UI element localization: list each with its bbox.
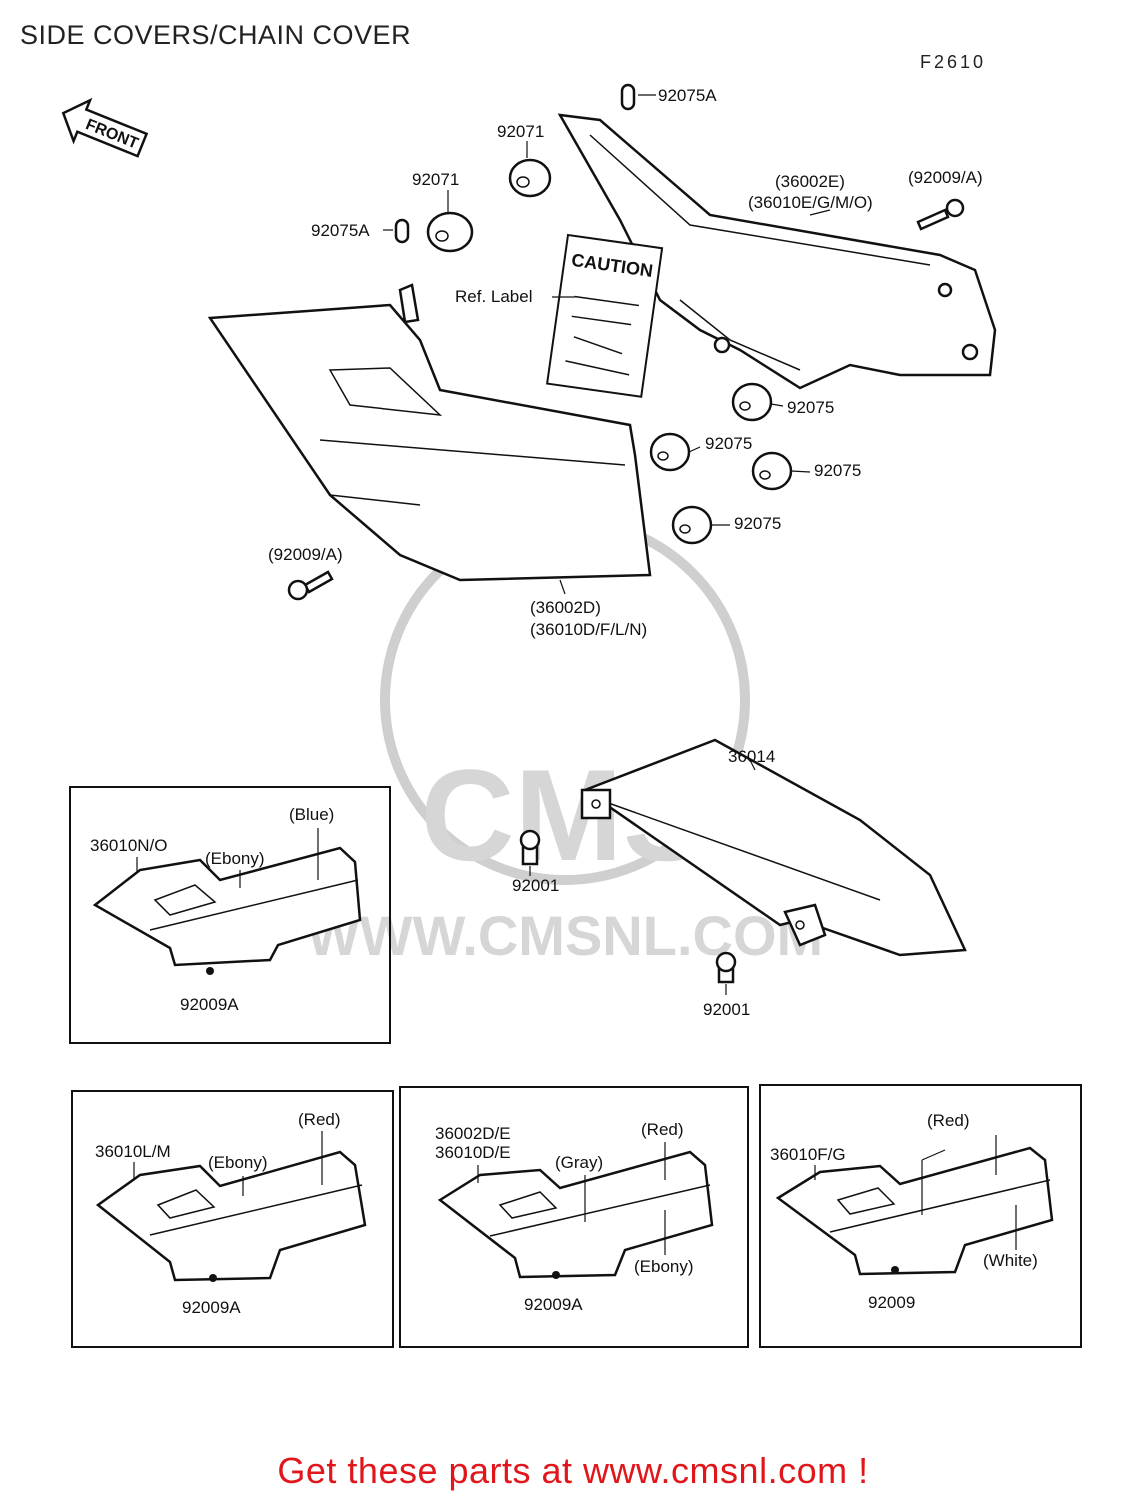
inset-b-bolt: 92009A bbox=[182, 1298, 241, 1317]
collar-92075A-left bbox=[394, 218, 410, 244]
inset-c-low-color: (Ebony) bbox=[634, 1257, 694, 1276]
inset-a-bolt-dot bbox=[206, 967, 214, 975]
grommet-92071-a bbox=[508, 158, 552, 198]
inset-b-top-color: (Red) bbox=[298, 1110, 341, 1129]
inset-a-bolt: 92009A bbox=[180, 995, 239, 1014]
main-labels: 92075A 92071 92071 92075A (36002E) (3601… bbox=[268, 86, 983, 1019]
label-92071-b: 92071 bbox=[412, 170, 459, 189]
bolt-92001-a bbox=[519, 829, 541, 866]
watermark-url: WWW.CMSNL.COM bbox=[307, 904, 823, 967]
inset-d-top-color: (Red) bbox=[927, 1111, 970, 1130]
figure-code: F2610 bbox=[920, 52, 987, 72]
label-36002D: (36002D) bbox=[530, 598, 601, 617]
label-92001-b: 92001 bbox=[703, 1000, 750, 1019]
label-92075A-top: 92075A bbox=[658, 86, 717, 105]
inset-b: (Red) 36010L/M (Ebony) 92009A bbox=[71, 1090, 394, 1348]
inset-b-mid-color: (Ebony) bbox=[208, 1153, 268, 1172]
label-36010EGMO: (36010E/G/M/O) bbox=[748, 193, 873, 212]
page-title: SIDE COVERS/CHAIN COVER bbox=[20, 20, 412, 50]
label-36014: 36014 bbox=[728, 747, 775, 766]
collar-92075A-top bbox=[620, 83, 636, 111]
caution-label: CAUTION bbox=[545, 233, 664, 398]
bolt-92009-left bbox=[287, 570, 334, 601]
leader-lines bbox=[383, 94, 831, 995]
inset-c-part2: 36010D/E bbox=[435, 1143, 511, 1162]
label-92071-a: 92071 bbox=[497, 122, 544, 141]
inset-b-frame bbox=[71, 1090, 394, 1348]
damper-92075-3 bbox=[751, 451, 793, 491]
inset-a: (Blue) 36010N/O (Ebony) 92009A bbox=[69, 786, 391, 1044]
left-side-cover bbox=[207, 283, 652, 582]
inset-d-low-color: (White) bbox=[983, 1251, 1038, 1270]
inset-c-part1: 36002D/E bbox=[435, 1124, 511, 1143]
inset-c-mid-color: (Gray) bbox=[555, 1153, 603, 1172]
inset-b-bolt-dot bbox=[209, 1274, 217, 1282]
label-92009A-left: (92009/A) bbox=[268, 545, 343, 564]
label-92075-2: 92075 bbox=[705, 434, 752, 453]
inset-c-bolt: 92009A bbox=[524, 1295, 583, 1314]
bolt-92001-b bbox=[715, 951, 737, 984]
footer-cta-link[interactable]: Get these parts at www.cmsnl.com ! bbox=[277, 1450, 869, 1491]
inset-a-frame bbox=[69, 786, 391, 1044]
front-arrow: FRONT bbox=[61, 97, 149, 158]
label-92001-a: 92001 bbox=[512, 876, 559, 895]
inset-d: (Red) 36010F/G (White) 92009 bbox=[759, 1084, 1082, 1348]
inset-b-part: 36010L/M bbox=[95, 1142, 171, 1161]
label-36010DFLN: (36010D/F/L/N) bbox=[530, 620, 647, 639]
label-92075-3: 92075 bbox=[814, 461, 861, 480]
inset-d-part: 36010F/G bbox=[770, 1145, 846, 1164]
bolt-92009-right bbox=[916, 198, 965, 231]
damper-92075-2 bbox=[649, 432, 691, 472]
inset-c-frame bbox=[399, 1086, 749, 1348]
inset-d-frame bbox=[759, 1084, 1082, 1348]
right-side-cover bbox=[557, 113, 997, 390]
inset-c-top-color: (Red) bbox=[641, 1120, 684, 1139]
chain-cover bbox=[580, 738, 967, 957]
label-92075-1: 92075 bbox=[787, 398, 834, 417]
grommet-92071-b bbox=[426, 211, 474, 253]
label-36002E: (36002E) bbox=[775, 172, 845, 191]
front-arrow-shape bbox=[61, 97, 149, 158]
inset-a-part: 36010N/O bbox=[90, 836, 168, 855]
inset-a-top-color: (Blue) bbox=[289, 805, 334, 824]
label-92009A-right: (92009/A) bbox=[908, 168, 983, 187]
label-92075A-left: 92075A bbox=[311, 221, 370, 240]
damper-92075-4 bbox=[671, 505, 713, 545]
inset-d-bolt-dot bbox=[891, 1266, 899, 1274]
inset-c: (Red) 36002D/E 36010D/E (Gray) (Ebony) 9… bbox=[399, 1086, 749, 1348]
label-ref-label: Ref. Label bbox=[455, 287, 533, 306]
inset-a-mid-color: (Ebony) bbox=[205, 849, 265, 868]
inset-c-bolt-dot bbox=[552, 1271, 560, 1279]
label-92075-4: 92075 bbox=[734, 514, 781, 533]
inset-d-bolt: 92009 bbox=[868, 1293, 915, 1312]
damper-92075-1 bbox=[731, 382, 773, 422]
